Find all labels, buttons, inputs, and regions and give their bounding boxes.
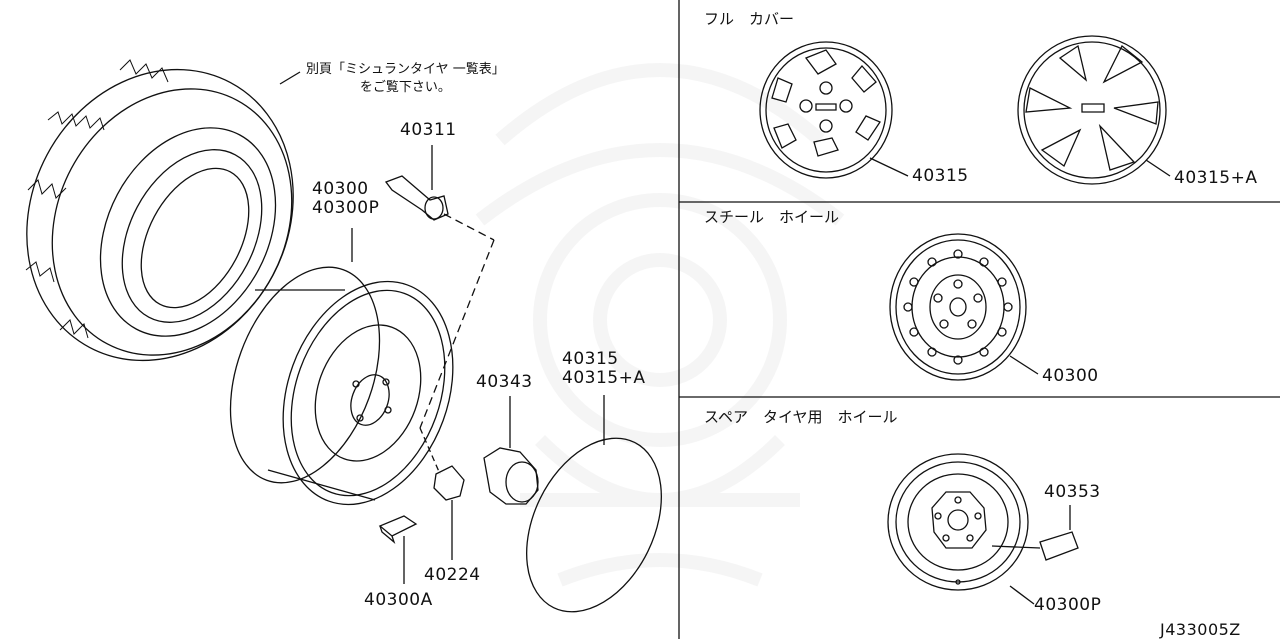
- note-leader: [279, 71, 301, 85]
- part-label-weight: 40300A: [364, 590, 433, 610]
- tire-note-line1: 別頁「ミシュランタイヤ 一覧表」: [306, 62, 505, 77]
- clip-leader-2: [991, 545, 1041, 549]
- tire-note-line2: をご覧下さい。: [359, 79, 451, 95]
- full-cover-alt-icon: [1017, 35, 1167, 185]
- valve-icon: [384, 175, 449, 221]
- part-label-valve: 40311: [400, 120, 457, 140]
- valve-dash: [443, 213, 495, 241]
- part-label-wheel: 40300 40300P: [312, 179, 380, 219]
- part-label-steel-wheel: 40300: [1042, 366, 1099, 386]
- valve-dash-2: [419, 239, 495, 429]
- tire-icon: [25, 59, 294, 362]
- spare-clip-icon: [1039, 531, 1079, 561]
- section-title-steel-wheel: スチール ホイール: [704, 208, 840, 226]
- part-label-spare-clip: 40353: [1044, 482, 1101, 502]
- wheel-icon: [229, 266, 454, 506]
- part-label-wheel-b: 40300P: [312, 198, 380, 219]
- steel-wheel-icon: [889, 233, 1027, 381]
- part-label-cover-1: 40315: [912, 166, 969, 186]
- part-label-spare-wheel: 40300P: [1034, 595, 1102, 615]
- full-cover-icon: [759, 41, 893, 179]
- nut-icon: [419, 427, 465, 501]
- part-label-center-cap: 40343: [476, 372, 533, 392]
- part-label-nut: 40224: [424, 565, 481, 585]
- part-label-cap-a: 40315: [562, 349, 619, 369]
- part-label-cap-b: 40315+A: [562, 368, 646, 389]
- part-label-cover-2: 40315+A: [1174, 168, 1258, 188]
- spare-wheel-icon: [887, 453, 1029, 591]
- part-label-wheel-a: 40300: [312, 179, 369, 199]
- steel-wheel-leader: [1009, 355, 1039, 375]
- samurai-watermark-icon: [475, 63, 845, 587]
- spare-wheel-leader: [1009, 585, 1035, 605]
- part-label-cap: 40315 40315+A: [562, 349, 646, 389]
- disc-cover-icon: [526, 437, 662, 613]
- weight-icon: [378, 515, 418, 544]
- diagram-code: J433005Z: [1160, 620, 1241, 639]
- center-cap-icon: [483, 447, 539, 505]
- cover1-leader: [869, 157, 909, 177]
- cover2-leader: [1145, 159, 1171, 177]
- tire-note: 別頁「ミシュランタイヤ 一覧表」 をご覧下さい。: [306, 61, 505, 96]
- section-title-full-cover: フル カバー: [704, 10, 795, 28]
- section-title-spare-wheel: スペア タイヤ用 ホイール: [704, 408, 898, 426]
